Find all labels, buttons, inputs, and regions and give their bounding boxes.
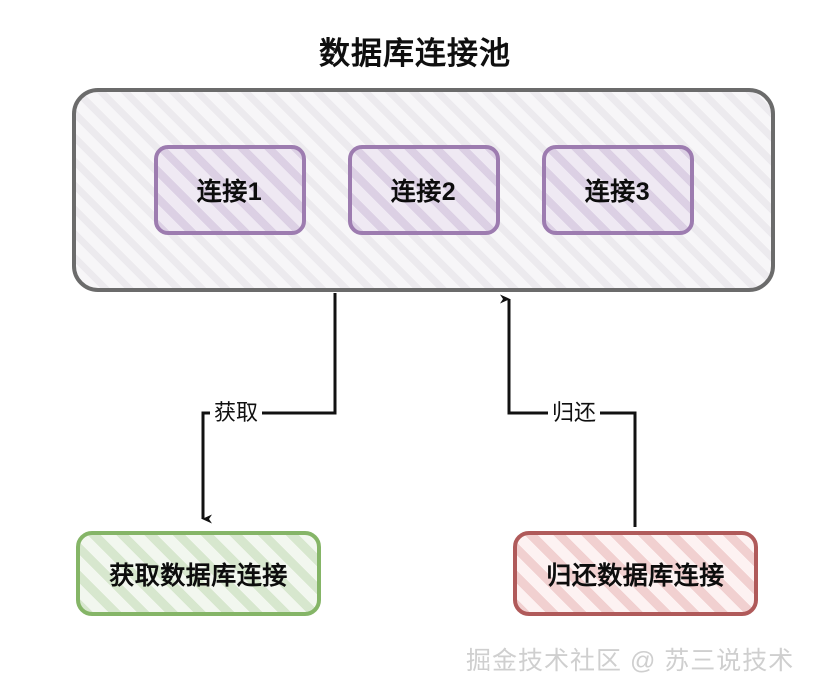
connection-item-1-label: 连接1 (196, 178, 263, 206)
acquire-edge-label: 获取 (210, 400, 263, 426)
acquire-connector (201, 293, 337, 524)
watermark: 掘金技术社区 @ 苏三说技术 (466, 647, 795, 675)
connection-list: 连接1 连接2 连接3 (72, 88, 775, 292)
connection-item-2-label: 连接2 (390, 178, 457, 206)
return-edge-label: 归还 (548, 400, 601, 426)
connection-item-3-label: 连接3 (584, 178, 651, 206)
page-title: 数据库连接池 (319, 36, 511, 71)
acquire-db-connection-label: 获取数据库连接 (109, 561, 288, 590)
connection-item-3[interactable]: 连接3 (541, 145, 694, 235)
acquire-db-connection-node[interactable]: 获取数据库连接 (76, 531, 321, 616)
connection-item-1[interactable]: 连接1 (153, 145, 306, 235)
return-db-connection-label: 归还数据库连接 (546, 561, 725, 590)
connection-item-2[interactable]: 连接2 (347, 145, 500, 235)
return-db-connection-node[interactable]: 归还数据库连接 (513, 531, 758, 616)
